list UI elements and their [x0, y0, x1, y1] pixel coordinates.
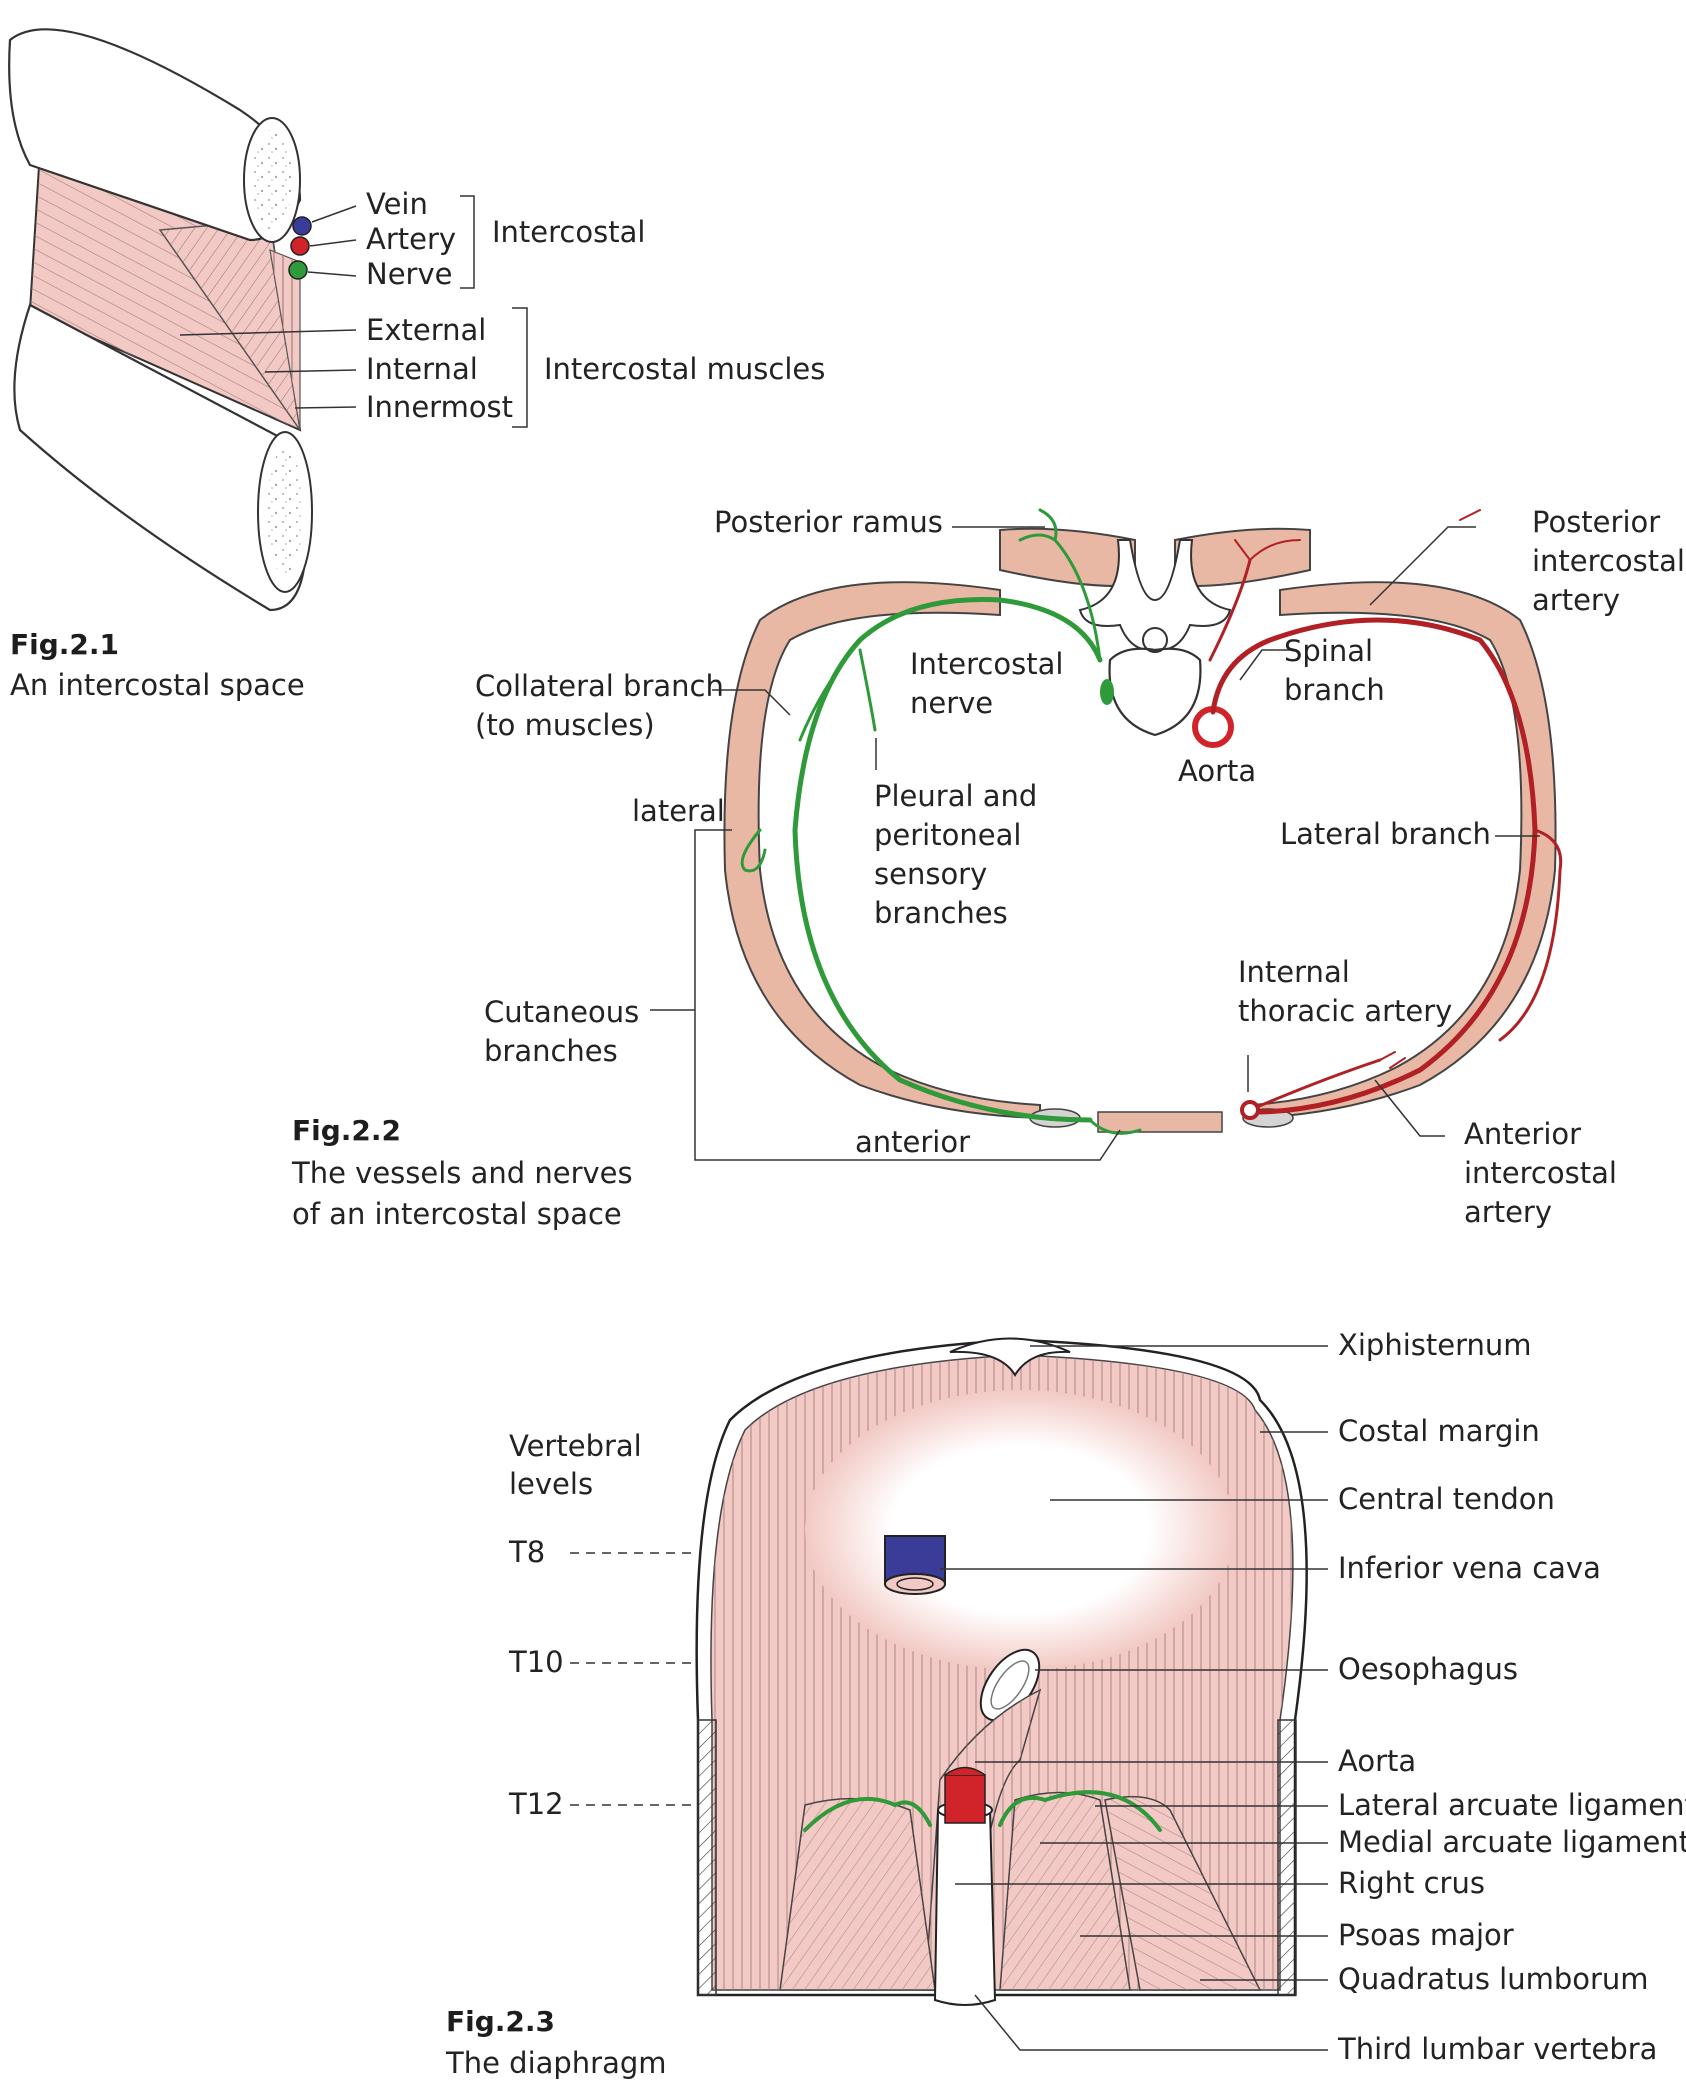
lateral-arcuate-ligament-left	[803, 1796, 897, 1832]
label-nerve: Nerve	[366, 257, 453, 291]
label-anterior-intercostal-1: Anterior	[1464, 1117, 1582, 1151]
sternum	[1097, 1111, 1223, 1133]
label-posterior-intercostal-artery-3: artery	[1532, 583, 1620, 617]
fig3-illustration	[570, 1337, 1328, 2051]
internal-thoracic-artery	[1248, 1058, 1382, 1112]
label-intercostal-nerve-1: Intercostal	[910, 647, 1064, 681]
label-innermost: Innermost	[366, 390, 514, 424]
label-intercostal-nerve-2: nerve	[910, 686, 994, 720]
label-aorta-fig3: Aorta	[1338, 1744, 1417, 1778]
label-medial-arcuate: Medial arcuate ligament	[1338, 1825, 1686, 1859]
fig3-caption: The diaphragm	[446, 2046, 667, 2080]
label-pleural-3: sensory	[874, 857, 988, 891]
posterior-intercostal-artery	[1210, 617, 1538, 1115]
label-t10: T10	[509, 1645, 564, 1679]
left-body-wall	[697, 1719, 717, 1996]
label-oesophagus: Oesophagus	[1338, 1652, 1518, 1686]
pleural-branches-nerve	[858, 648, 877, 732]
xiphisternum	[949, 1337, 1071, 1377]
label-external: External	[366, 313, 487, 347]
right-back-muscle	[1174, 527, 1311, 587]
label-psoas: Psoas major	[1338, 1918, 1514, 1952]
anterior-cutaneous-nerve	[1088, 1118, 1142, 1135]
label-lateral-arcuate: Lateral arcuate ligament	[1338, 1788, 1686, 1822]
label-central-tendon: Central tendon	[1338, 1482, 1555, 1516]
label-anterior-intercostal-3: artery	[1464, 1195, 1552, 1229]
label-cutaneous-2: branches	[484, 1034, 618, 1068]
central-tendon	[805, 1390, 1235, 1670]
label-pleural-4: branches	[874, 896, 1008, 930]
label-third-lumbar: Third lumbar vertebra	[1338, 2032, 1658, 2066]
label-posterior-intercostal-artery-2: intercostal	[1532, 544, 1685, 578]
fig2-caption-line2: of an intercostal space	[292, 1197, 622, 1231]
lateral-cutaneous-nerve	[740, 828, 767, 873]
label-artery: Artery	[366, 222, 457, 256]
label-internal-thoracic-1: Internal	[1238, 955, 1350, 989]
label-spinal-branch-2: branch	[1284, 673, 1385, 707]
intercostal-nerve-vessel	[288, 260, 308, 280]
spinal-branch-artery	[1208, 558, 1252, 662]
vertebra	[1078, 539, 1232, 651]
label-t8: T8	[509, 1535, 546, 1569]
label-pleural-1: Pleural and	[874, 779, 1038, 813]
lateral-arcuate-ligament-right	[1043, 1790, 1162, 1832]
label-vertebral-levels-1: Vertebral	[509, 1429, 642, 1463]
fig1-caption: An intercostal space	[10, 668, 305, 702]
label-intercostal-muscles: Intercostal muscles	[544, 352, 826, 386]
fig1-number: Fig.2.1	[10, 628, 120, 661]
fig3-number: Fig.2.3	[446, 2005, 556, 2038]
fig2-number: Fig.2.2	[292, 1114, 402, 1147]
label-quadratus: Quadratus lumborum	[1338, 1962, 1649, 1996]
collateral-branch-nerve	[798, 638, 862, 742]
spinal-ganglion	[1100, 679, 1114, 705]
label-vein: Vein	[366, 187, 428, 221]
label-lateral: lateral	[632, 794, 725, 828]
fig2-caption-line1: The vessels and nerves	[292, 1156, 633, 1190]
aorta-vessel	[944, 1774, 986, 1824]
label-posterior-ramus: Posterior ramus	[714, 505, 943, 539]
label-internal-thoracic-2: thoracic artery	[1238, 994, 1453, 1028]
fig1-illustration	[8, 28, 528, 612]
intercostal-nerve	[792, 597, 1103, 1123]
label-spinal-branch-1: Spinal	[1284, 634, 1374, 668]
medial-arcuate-ligament-right	[998, 1795, 1047, 1827]
fig2-illustration	[650, 508, 1563, 1161]
label-right-crus: Right crus	[1338, 1866, 1485, 1900]
label-costal-margin: Costal margin	[1338, 1414, 1540, 1448]
label-aorta-fig2: Aorta	[1178, 754, 1257, 788]
label-anterior-intercostal-2: intercostal	[1464, 1156, 1617, 1190]
label-intercostal: Intercostal	[492, 215, 646, 249]
label-ivc: Inferior vena cava	[1338, 1551, 1601, 1585]
right-body-wall	[1277, 1719, 1297, 1996]
label-collateral-branch-2: (to muscles)	[475, 708, 655, 742]
vertebral-body	[1108, 647, 1202, 737]
lateral-branch-artery	[1498, 828, 1563, 1042]
label-t12: T12	[509, 1787, 564, 1821]
intercostal-vein-vessel	[292, 216, 312, 236]
label-vertebral-levels-2: levels	[509, 1467, 594, 1501]
label-xiphisternum: Xiphisternum	[1338, 1328, 1532, 1362]
internal-thoracic-artery-vessel	[1240, 1100, 1260, 1120]
label-posterior-intercostal-artery-1: Posterior	[1532, 505, 1661, 539]
medial-arcuate-ligament-left	[893, 1800, 932, 1827]
intercostal-artery-vessel	[290, 236, 310, 256]
posterior-ramus-nerve	[1018, 508, 1102, 662]
label-collateral-branch-1: Collateral branch	[475, 669, 724, 703]
label-lateral-branch: Lateral branch	[1280, 817, 1491, 851]
label-internal: Internal	[366, 352, 478, 386]
label-cutaneous-1: Cutaneous	[484, 995, 640, 1029]
third-lumbar-vertebra	[933, 1809, 997, 2006]
label-pleural-2: peritoneal	[874, 818, 1022, 852]
label-anterior: anterior	[855, 1125, 971, 1159]
